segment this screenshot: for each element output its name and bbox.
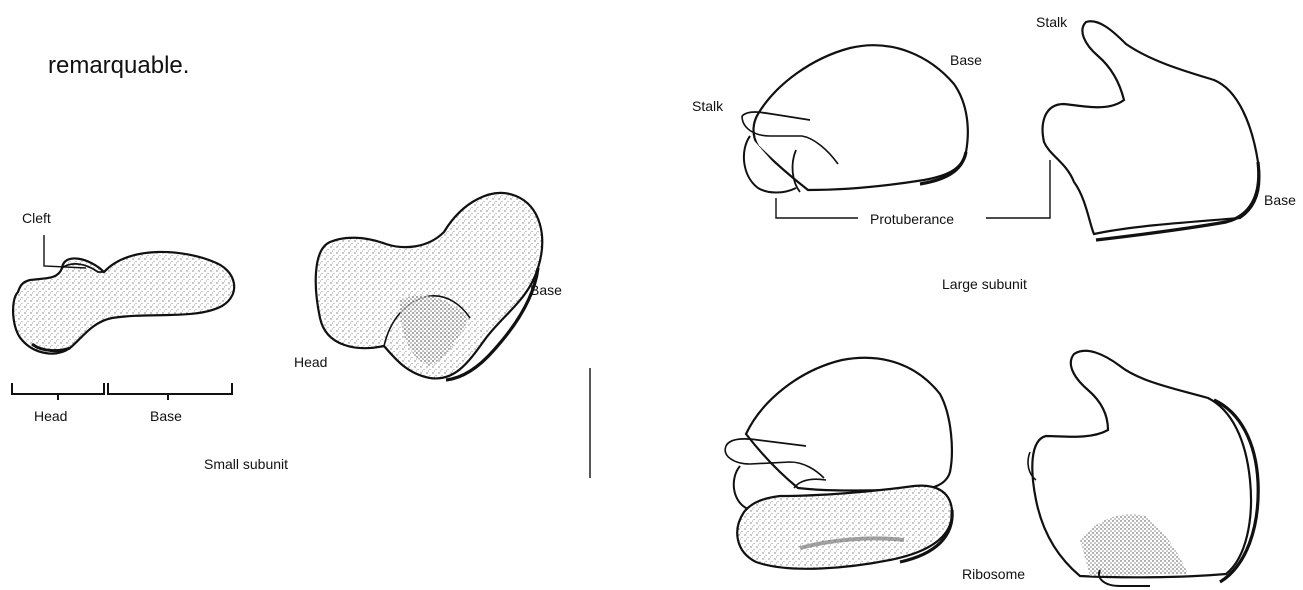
label-stalk-left: Stalk xyxy=(692,98,723,114)
label-cleft: Cleft xyxy=(22,210,51,226)
small-subunit-body-outline xyxy=(13,252,234,354)
large-subunit-right-view xyxy=(1043,21,1260,240)
large-subunit-left-view xyxy=(742,45,968,192)
label-base-front: Base xyxy=(530,282,562,298)
protuberance-pointer-left xyxy=(776,198,858,218)
large-subunit-left-body xyxy=(754,45,968,190)
ribosome-right-view xyxy=(1028,351,1258,586)
small-subunit-side-view xyxy=(12,235,234,400)
head-bracket xyxy=(12,383,104,394)
ribosome-left-view xyxy=(725,358,952,569)
small-subunit-front-view xyxy=(316,193,542,380)
base-bracket xyxy=(108,383,232,394)
label-base-bracket: Base xyxy=(150,408,182,424)
ribosome-left-large-subunit xyxy=(746,358,952,491)
label-base-right: Base xyxy=(1264,192,1296,208)
small-subunit-caption: Small subunit xyxy=(204,456,288,472)
large-subunit-right-body xyxy=(1043,21,1260,234)
label-head-front: Head xyxy=(294,354,327,370)
large-subunit-caption: Large subunit xyxy=(942,276,1027,292)
label-head-bracket: Head xyxy=(34,408,67,424)
label-stalk-right: Stalk xyxy=(1036,14,1067,30)
protuberance-pointer-right xyxy=(986,160,1050,218)
ribosome-caption: Ribosome xyxy=(962,566,1025,582)
label-protuberance: Protuberance xyxy=(870,211,954,227)
label-base-left: Base xyxy=(950,52,982,68)
